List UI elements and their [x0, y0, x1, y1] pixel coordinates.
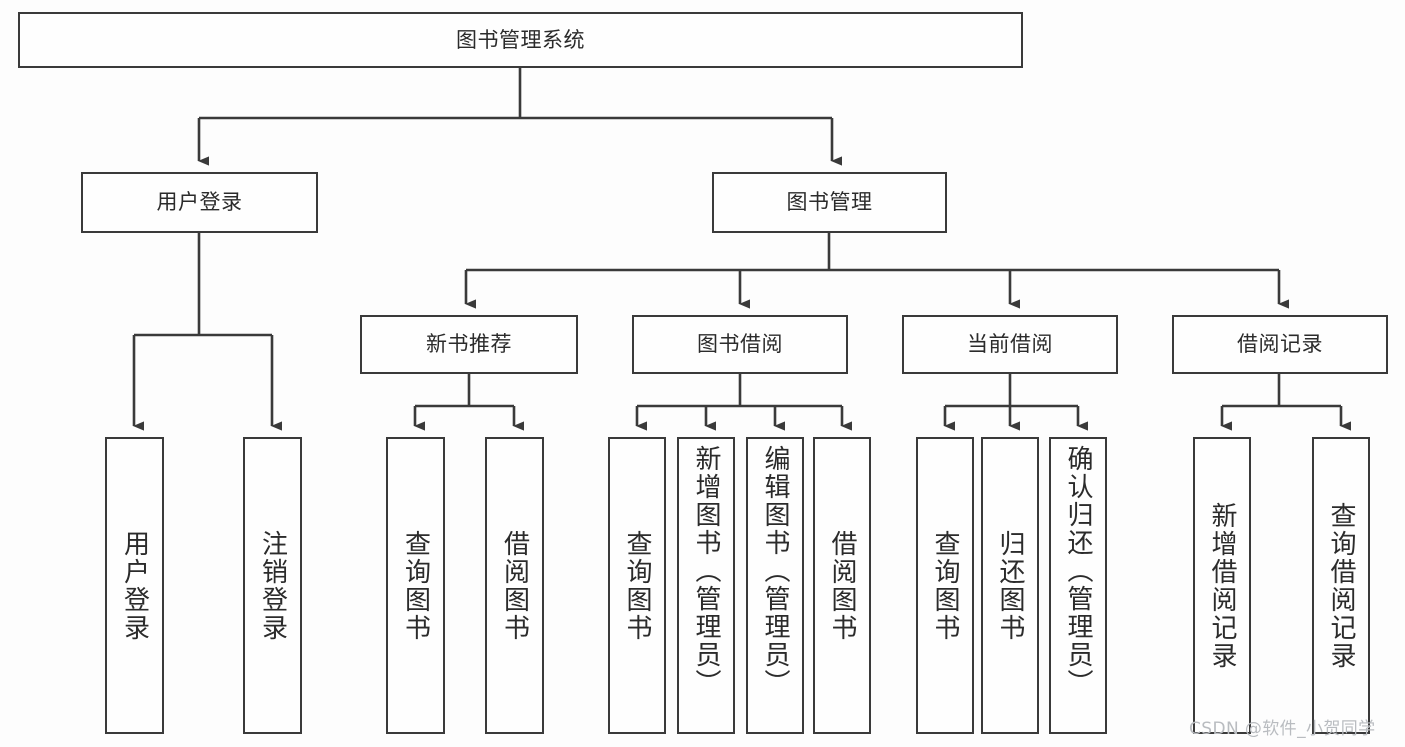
leaf-borrow-borrow-book[interactable]: 借阅图书	[813, 437, 871, 734]
watermark: CSDN @软件_小贺同学	[1189, 719, 1376, 739]
leaf-newbook-borrow-book[interactable]: 借阅图书	[485, 437, 544, 734]
leaf-record-add-record[interactable]: 新增借阅记录	[1193, 437, 1251, 734]
node-label: 图书借阅	[697, 332, 783, 357]
node-label: 确认归还（管理员）	[1063, 445, 1093, 697]
node-label: 图书管理	[786, 190, 873, 215]
node-label: 新书推荐	[426, 332, 512, 357]
node-label: 当前借阅	[967, 332, 1053, 357]
leaf-user-login-login[interactable]: 用户登录	[105, 437, 164, 734]
node-new-book-recommend[interactable]: 新书推荐	[360, 315, 578, 374]
node-label: 新增图书（管理员）	[691, 445, 721, 697]
node-label: 注销登录	[257, 529, 288, 642]
node-label: 图书管理系统	[456, 27, 585, 52]
node-label: 查询借阅记录	[1326, 501, 1356, 670]
node-book-management[interactable]: 图书管理	[712, 172, 947, 233]
node-book-borrow[interactable]: 图书借阅	[632, 315, 848, 374]
node-label: 借阅记录	[1237, 332, 1323, 357]
node-label: 查询图书	[400, 529, 431, 642]
leaf-borrow-edit-book-admin[interactable]: 编辑图书（管理员）	[746, 437, 804, 734]
node-root-system[interactable]: 图书管理系统	[18, 12, 1023, 68]
node-label: 编辑图书（管理员）	[760, 445, 790, 697]
leaf-current-return-book[interactable]: 归还图书	[981, 437, 1039, 734]
leaf-user-login-logout[interactable]: 注销登录	[243, 437, 302, 734]
node-label: 借阅图书	[827, 529, 857, 642]
node-user-login[interactable]: 用户登录	[81, 172, 318, 233]
leaf-borrow-query-book[interactable]: 查询图书	[608, 437, 666, 734]
leaf-current-confirm-return-admin[interactable]: 确认归还（管理员）	[1049, 437, 1107, 734]
node-current-borrow[interactable]: 当前借阅	[902, 315, 1118, 374]
leaf-newbook-query-book[interactable]: 查询图书	[386, 437, 445, 734]
node-label: 查询图书	[622, 529, 652, 642]
node-label: 用户登录	[156, 190, 243, 215]
node-label: 新增借阅记录	[1207, 501, 1237, 670]
node-label: 借阅图书	[499, 529, 530, 642]
node-label: 用户登录	[119, 529, 150, 642]
node-label: 归还图书	[995, 529, 1025, 642]
leaf-borrow-add-book-admin[interactable]: 新增图书（管理员）	[677, 437, 735, 734]
node-label: 查询图书	[930, 529, 960, 642]
node-borrow-record[interactable]: 借阅记录	[1172, 315, 1388, 374]
leaf-current-query-book[interactable]: 查询图书	[916, 437, 974, 734]
leaf-record-query-record[interactable]: 查询借阅记录	[1312, 437, 1370, 734]
